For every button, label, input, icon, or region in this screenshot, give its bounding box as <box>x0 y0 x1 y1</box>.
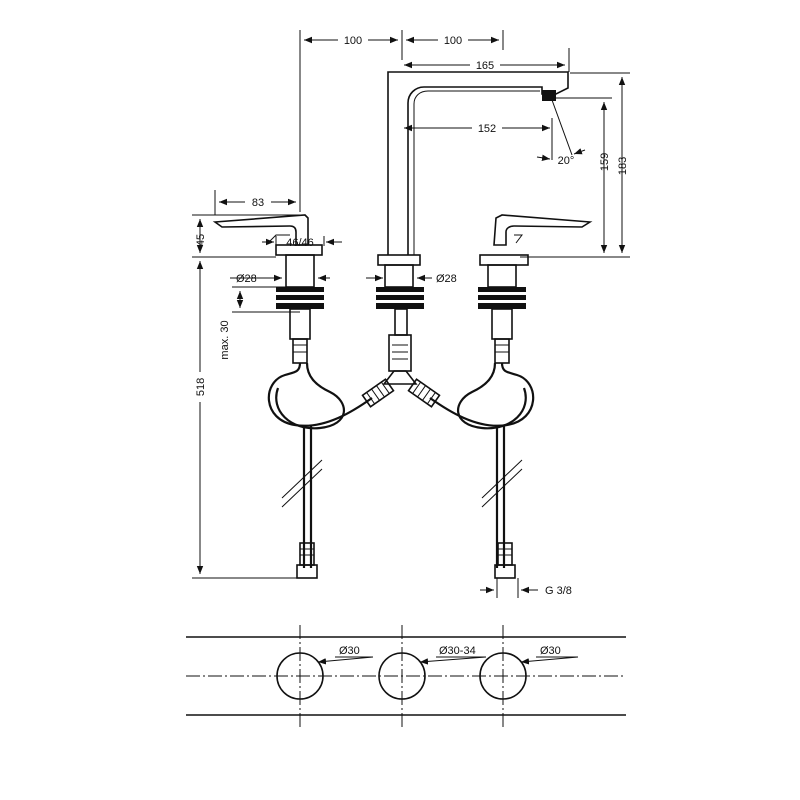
dim-thread: G 3/8 <box>545 585 572 597</box>
dim-handle-height: 45 <box>195 234 207 246</box>
dim-handle-reach: 83 <box>252 197 264 209</box>
spout <box>377 71 569 288</box>
dim-spout-reach: 165 <box>476 60 494 72</box>
valve-bodies <box>289 308 513 385</box>
top-dimensions: 100 100 165 152 20° 159 183 <box>299 30 630 258</box>
hole-left-label: Ø30 <box>339 645 360 657</box>
dim-spacing-left: 100 <box>344 35 362 47</box>
left-dimensions: 83 45 46/46 Ø28 Ø28 max. 30 518 <box>192 190 457 579</box>
hole-right <box>479 652 527 700</box>
hole-right-label: Ø30 <box>540 645 561 657</box>
dim-hose-length: 518 <box>195 378 207 396</box>
dim-spacing-right: 100 <box>444 35 462 47</box>
dim-spout-angle: 20° <box>558 155 575 167</box>
right-handle <box>479 214 593 288</box>
dim-aerator-height: 159 <box>599 153 611 171</box>
dim-max-thickness: max. 30 <box>219 320 231 359</box>
left-handle <box>212 214 323 288</box>
hole-left <box>276 652 324 700</box>
hole-pattern: Ø30 Ø30-34 Ø30 <box>186 625 626 727</box>
hoses <box>267 362 535 579</box>
mounting-nuts <box>276 287 526 309</box>
thread-dimension: G 3/8 <box>480 578 572 598</box>
dim-spout-height: 183 <box>617 157 629 175</box>
hole-center <box>378 652 426 700</box>
dim-handle-angle: 46/46 <box>286 237 314 249</box>
dim-spout-diameter: Ø28 <box>436 273 457 285</box>
hole-center-label: Ø30-34 <box>439 645 476 657</box>
dim-handle-diameter: Ø28 <box>236 273 257 285</box>
dim-aerator-reach: 152 <box>478 123 496 135</box>
